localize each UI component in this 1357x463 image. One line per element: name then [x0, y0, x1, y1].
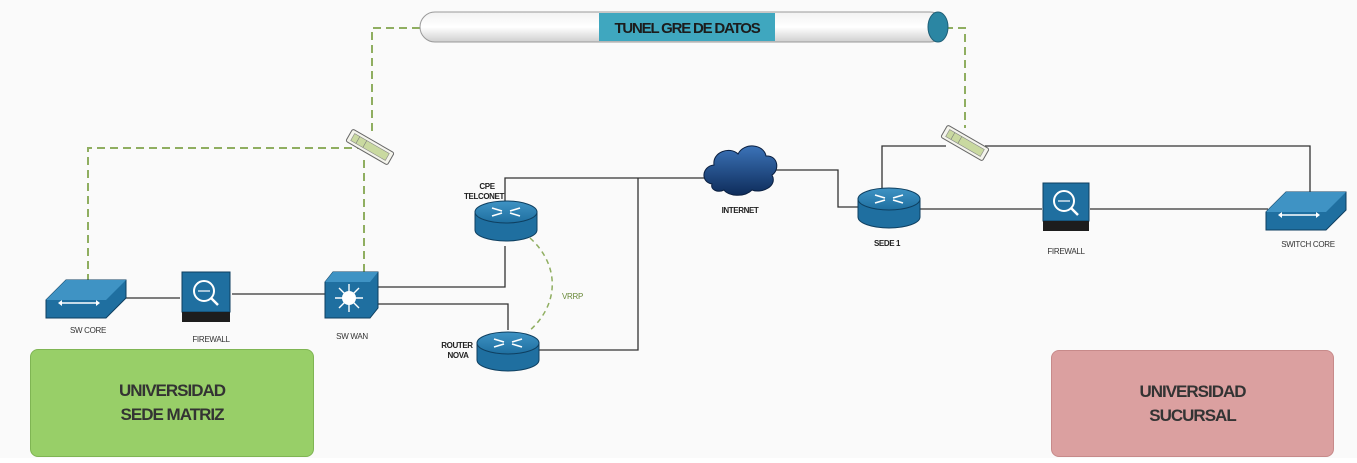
internet-cloud-icon [703, 145, 778, 196]
cpe-label-line2: TELCONET [464, 192, 504, 201]
sede1-label: SEDE 1 [874, 239, 901, 248]
dashed-tunnel-links [87, 27, 966, 282]
dashed-link-left-core [87, 147, 365, 282]
site-sucursal-line2: SUCURSAL [1149, 405, 1236, 425]
site-matriz-line1: UNIVERSIDAD [118, 381, 226, 400]
cpe-label-line1: CPE [479, 182, 495, 191]
link-swwan-router [378, 303, 509, 330]
link-swwan-cpe [378, 246, 506, 288]
link-router-internet [538, 178, 639, 351]
switch-core-right-label: SWITCH CORE [1281, 240, 1335, 249]
vrrp-arc [527, 237, 553, 333]
link-sede1-right-top [881, 145, 946, 194]
firewall-left-icon [181, 271, 231, 322]
router-nova-icon [476, 331, 540, 372]
tunnel-endpoint-right-icon [940, 125, 990, 161]
router-label-line2: NOVA [448, 351, 470, 360]
link-right-top-switchcore [985, 145, 1311, 192]
firewall-right-icon [1042, 182, 1090, 231]
router-label-line1: ROUTER [441, 341, 473, 350]
dashed-link-left-to-tunnel [371, 27, 420, 132]
internet-label: INTERNET [722, 206, 759, 215]
firewall-right-label: FIREWALL [1047, 247, 1085, 256]
tunnel-label-bg [599, 13, 775, 41]
switch-core-left-icon [45, 279, 127, 319]
tunnel-end-cap [927, 11, 949, 43]
firewall-left-label: FIREWALL [192, 335, 230, 344]
link-internet-sede1 [774, 169, 860, 208]
site-matriz-line2: SEDE MATRIZ [120, 405, 225, 424]
cpe-router-icon [474, 200, 538, 242]
tunnel-endpoint-left-icon [345, 129, 395, 165]
switch-wan-icon [324, 271, 379, 319]
link-cpe-internet [504, 177, 708, 203]
sw-wan-label: SW WAN [336, 332, 368, 341]
switch-core-right-icon [1265, 191, 1347, 231]
solid-links [126, 145, 1311, 351]
tunnel-label: TUNEL GRE DE DATOS [614, 20, 760, 37]
vrrp-label: VRRP [562, 292, 583, 301]
site-box-sucursal: UNIVERSIDAD SUCURSAL [1051, 350, 1334, 457]
gre-tunnel: TUNEL GRE DE DATOS [419, 11, 949, 43]
site-box-sede-matriz: UNIVERSIDAD SEDE MATRIZ [30, 349, 314, 457]
sede1-router-icon [857, 187, 921, 229]
dashed-link-right-to-tunnel [945, 27, 966, 128]
site-sucursal-line1: UNIVERSIDAD [1139, 381, 1246, 401]
sw-core-left-label: SW CORE [70, 326, 106, 335]
